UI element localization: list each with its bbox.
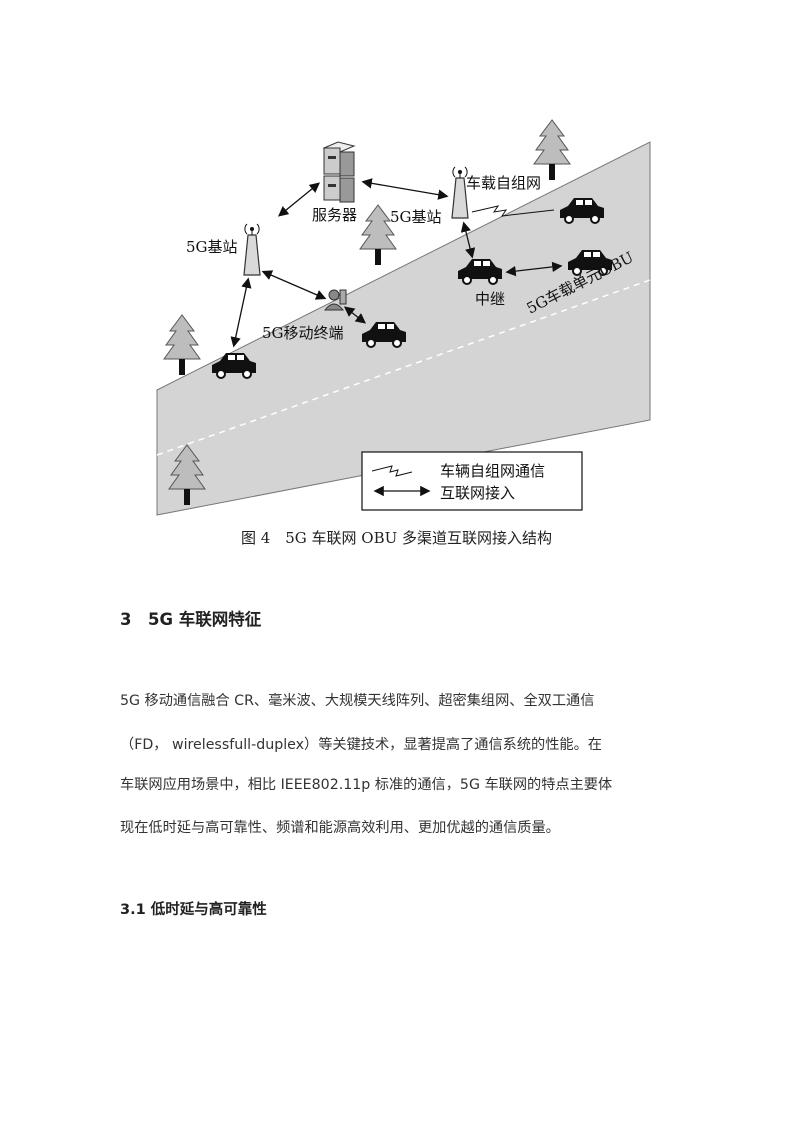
- tree-icon: [163, 314, 201, 376]
- road: [156, 141, 651, 516]
- base-station-icon: [243, 223, 261, 276]
- section-heading: 3 5G 车联网特征: [120, 610, 262, 629]
- paragraph-line: 车联网应用场景中，相比 IEEE802.11p 标准的通信，5G 车联网的特点主…: [120, 777, 613, 793]
- legend: 车辆自组网通信 互联网接入: [361, 451, 583, 511]
- base-station-left-label: 5G基站: [186, 238, 238, 256]
- network-architecture-figure: 服务器 5G基站 5G基站 车载自组网 5G移动终端 中继 5G车载单元OBU …: [156, 119, 651, 516]
- tree-icon: [533, 119, 571, 181]
- subsection-heading: 3.1 低时延与高可靠性: [120, 902, 267, 918]
- paragraph-line: 5G 移动通信融合 CR、毫米波、大规模天线阵列、超密集组网、全双工通信: [120, 693, 595, 709]
- mobile-terminal-label: 5G移动终端: [262, 324, 344, 342]
- base-station-right-label: 5G基站: [390, 208, 442, 226]
- figure-caption: 图 4 5G 车联网 OBU 多渠道互联网接入结构: [240, 529, 553, 547]
- server-label: 服务器: [312, 206, 357, 224]
- server-icon: [322, 141, 356, 203]
- legend-adhoc-symbol: [371, 465, 413, 477]
- mobile-terminal-icon: [323, 289, 347, 311]
- relay-label: 中继: [475, 290, 505, 308]
- vehicle-adhoc-label: 车载自组网: [466, 174, 541, 192]
- legend-adhoc-label: 车辆自组网通信: [440, 462, 545, 480]
- legend-internet-label: 互联网接入: [440, 484, 515, 502]
- paragraph-line: （FD， wirelessfull-duplex）等关键技术，显著提高了通信系统…: [120, 737, 602, 753]
- paragraph-line: 现在低时延与高可靠性、频谱和能源高效利用、更加优越的通信质量。: [120, 820, 560, 836]
- adhoc-link: [471, 205, 555, 217]
